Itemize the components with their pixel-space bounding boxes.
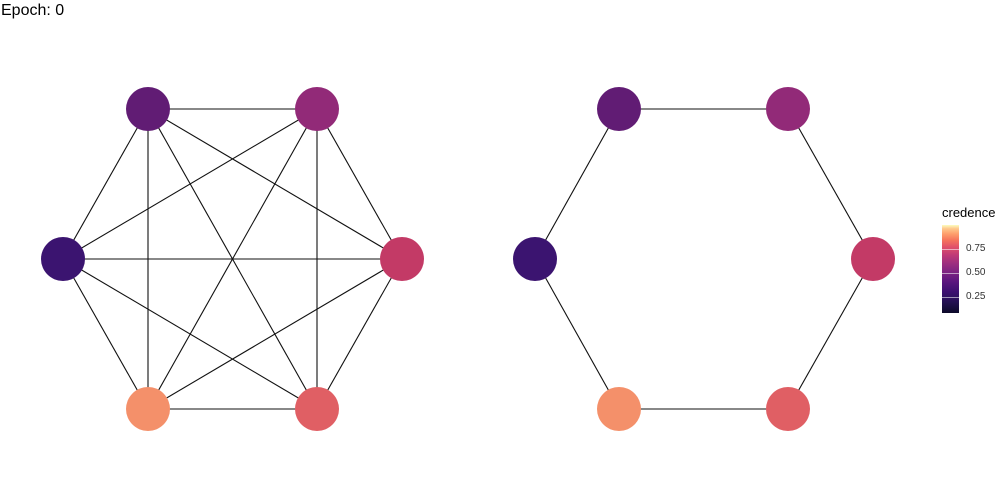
nodes-right xyxy=(513,87,895,431)
node-top-right xyxy=(295,87,339,131)
tick-label: 0.50 xyxy=(966,267,986,278)
edge xyxy=(62,108,149,260)
node-bottom-right xyxy=(766,387,810,431)
edge xyxy=(62,258,149,410)
epoch-title: Epoch: 0 xyxy=(1,2,65,19)
node-left xyxy=(513,237,557,281)
tick-mark-0.75 xyxy=(942,249,959,250)
tick-mark-0.50 xyxy=(942,273,959,274)
colorbar xyxy=(942,225,959,313)
edges-right xyxy=(534,108,874,410)
node-top-left xyxy=(126,87,170,131)
tick-label: 0.75 xyxy=(966,243,986,254)
node-top-left xyxy=(597,87,641,131)
edge xyxy=(147,258,403,410)
node-top-right xyxy=(766,87,810,131)
edge xyxy=(316,258,403,410)
edge xyxy=(62,108,318,260)
node-left xyxy=(41,237,85,281)
edge xyxy=(534,108,620,260)
nodes-left xyxy=(41,87,424,431)
node-right xyxy=(851,237,895,281)
complete-graph-panel xyxy=(41,87,424,431)
edge xyxy=(787,108,874,260)
legend-title: credence xyxy=(942,205,996,220)
node-bottom-left xyxy=(597,387,641,431)
node-bottom-right xyxy=(295,387,339,431)
node-right xyxy=(380,237,424,281)
edge xyxy=(316,108,403,260)
cycle-graph-panel xyxy=(513,87,895,431)
tick-mark-0.25 xyxy=(942,297,959,298)
tick-label: 0.25 xyxy=(966,291,986,302)
edge xyxy=(787,258,874,410)
edges-left xyxy=(62,108,403,410)
edge xyxy=(534,258,620,410)
node-bottom-left xyxy=(126,387,170,431)
edge xyxy=(62,258,318,410)
